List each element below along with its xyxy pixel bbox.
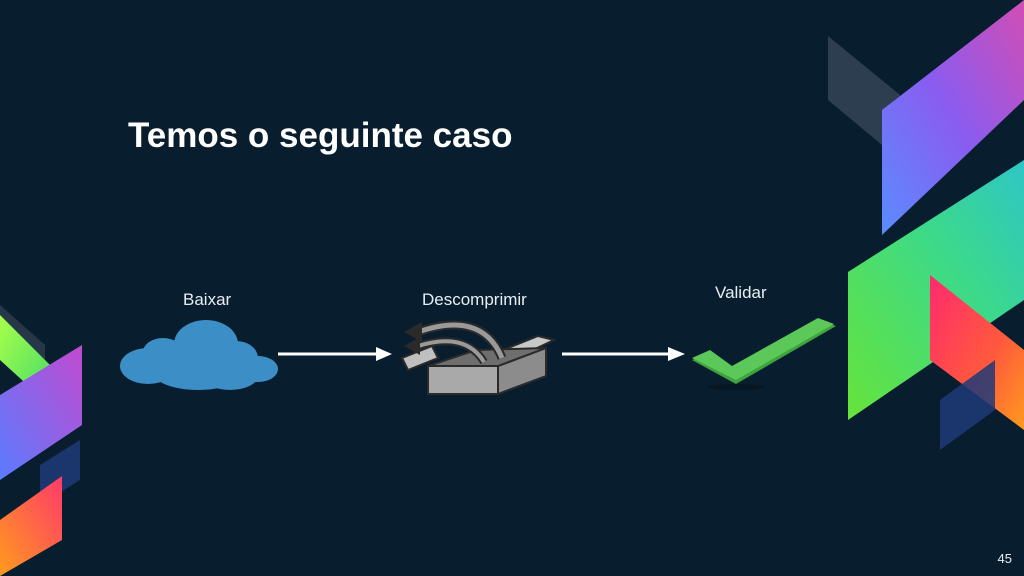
- arrow-right-icon: [562, 347, 685, 361]
- arrow-right-icon: [278, 347, 392, 361]
- step-label-baixar: Baixar: [183, 290, 232, 309]
- deco-dark-blue-panel: [940, 360, 995, 450]
- open-box-icon: [400, 320, 557, 396]
- cloud-icon: [120, 320, 278, 390]
- deco-purple-stripe: [882, 0, 1024, 235]
- step-label-descomprimir: Descomprimir: [422, 290, 527, 309]
- deco-left-purple: [0, 345, 82, 480]
- page-title: Temos o seguinte caso: [128, 116, 513, 155]
- checkmark-icon: [692, 318, 836, 390]
- deco-left-orange: [0, 476, 62, 576]
- step-label-validar: Validar: [715, 283, 767, 302]
- deco-red-stripe: [930, 275, 1024, 430]
- page-number: 45: [997, 551, 1012, 566]
